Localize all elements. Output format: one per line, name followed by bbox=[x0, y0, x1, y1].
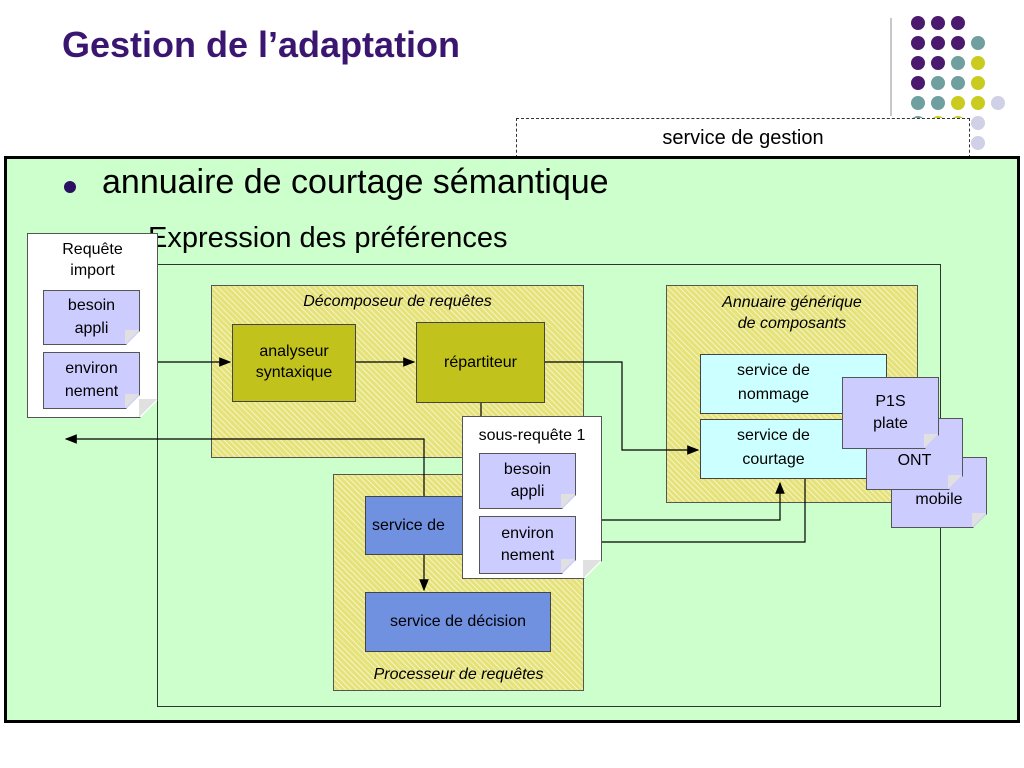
sub-bullet-text: Expression des préférences bbox=[148, 222, 508, 254]
repartiteur-label: répartiteur bbox=[444, 354, 517, 371]
dot bbox=[971, 96, 985, 110]
sous-requete-title: sous-requête 1 bbox=[478, 427, 586, 444]
annuaire-label-line1: Annuaire générique bbox=[722, 294, 862, 311]
decorative-divider bbox=[890, 18, 892, 116]
dot bbox=[951, 96, 965, 110]
dot bbox=[951, 76, 965, 90]
dot bbox=[931, 76, 945, 90]
service-gestion-label: service de gestion bbox=[662, 127, 824, 149]
nommage-line1: service de bbox=[737, 362, 810, 379]
dot bbox=[991, 96, 1005, 110]
dot bbox=[911, 96, 925, 110]
dot bbox=[951, 36, 965, 50]
analyseur-syntaxique-box: analyseur syntaxique bbox=[232, 324, 356, 402]
nommage-line2: nommage bbox=[737, 386, 810, 403]
p1s-line2: plate bbox=[873, 415, 908, 432]
dot bbox=[911, 36, 925, 50]
import-environnement: environ nement bbox=[43, 352, 140, 409]
annuaire-label: Annuaire générique de composants bbox=[667, 293, 917, 335]
decision-label: service de décision bbox=[389, 613, 527, 630]
sous-env-line2: nement bbox=[500, 547, 555, 564]
bullet-text: annuaire de courtage sémantique bbox=[102, 163, 609, 201]
dot bbox=[971, 136, 985, 150]
import-env-line2: nement bbox=[64, 382, 119, 400]
dot bbox=[931, 36, 945, 50]
annuaire-label-line2: de composants bbox=[737, 314, 847, 332]
dot bbox=[971, 76, 985, 90]
dot bbox=[931, 16, 945, 30]
dot bbox=[911, 16, 925, 30]
repartiteur-box: répartiteur bbox=[416, 322, 545, 403]
decomposer-label: Décomposeur de requêtes bbox=[303, 293, 492, 310]
sous-environnement: environ nement bbox=[479, 516, 576, 574]
analyseur-line2: syntaxique bbox=[255, 364, 333, 381]
import-env-line1: environ bbox=[65, 360, 118, 378]
slide-title: Gestion de l’adaptation bbox=[62, 24, 461, 65]
dot bbox=[931, 56, 945, 70]
p1s-line1: P1S bbox=[875, 392, 906, 410]
dot bbox=[971, 36, 985, 50]
dot bbox=[971, 56, 985, 70]
courtage-line1: service de bbox=[737, 427, 810, 444]
processeur-label: Processeur de requêtes bbox=[373, 666, 544, 683]
dot bbox=[911, 76, 925, 90]
dot bbox=[951, 16, 965, 30]
dot bbox=[931, 96, 945, 110]
dot bbox=[951, 56, 965, 70]
requete-import-line2: import bbox=[70, 261, 115, 279]
bullet-icon bbox=[64, 181, 76, 193]
sous-besoin-appli: besoin appli bbox=[479, 453, 576, 509]
ont-label: ONT bbox=[897, 451, 932, 469]
service-decision-box: service de décision bbox=[365, 592, 551, 652]
import-besoin-appli: besoin appli bbox=[43, 290, 140, 345]
sous-besoin-line1: besoin bbox=[503, 460, 552, 478]
courtage-line2: courtage bbox=[742, 451, 805, 468]
import-besoin-line1: besoin bbox=[67, 297, 116, 315]
service-gestion-box: service de gestion bbox=[516, 118, 970, 158]
analyseur-line1: analyseur bbox=[259, 343, 329, 361]
service-partial-label: service de bbox=[372, 516, 445, 534]
dot bbox=[911, 56, 925, 70]
mobile-label: mobile bbox=[915, 490, 963, 508]
import-besoin-line2: appli bbox=[74, 319, 109, 337]
sous-env-line1: environ bbox=[501, 524, 554, 542]
profile-p1s: P1S plate bbox=[842, 377, 939, 449]
requete-import-line1: Requête bbox=[62, 241, 123, 258]
dot bbox=[971, 116, 985, 130]
sous-besoin-line2: appli bbox=[510, 483, 545, 500]
